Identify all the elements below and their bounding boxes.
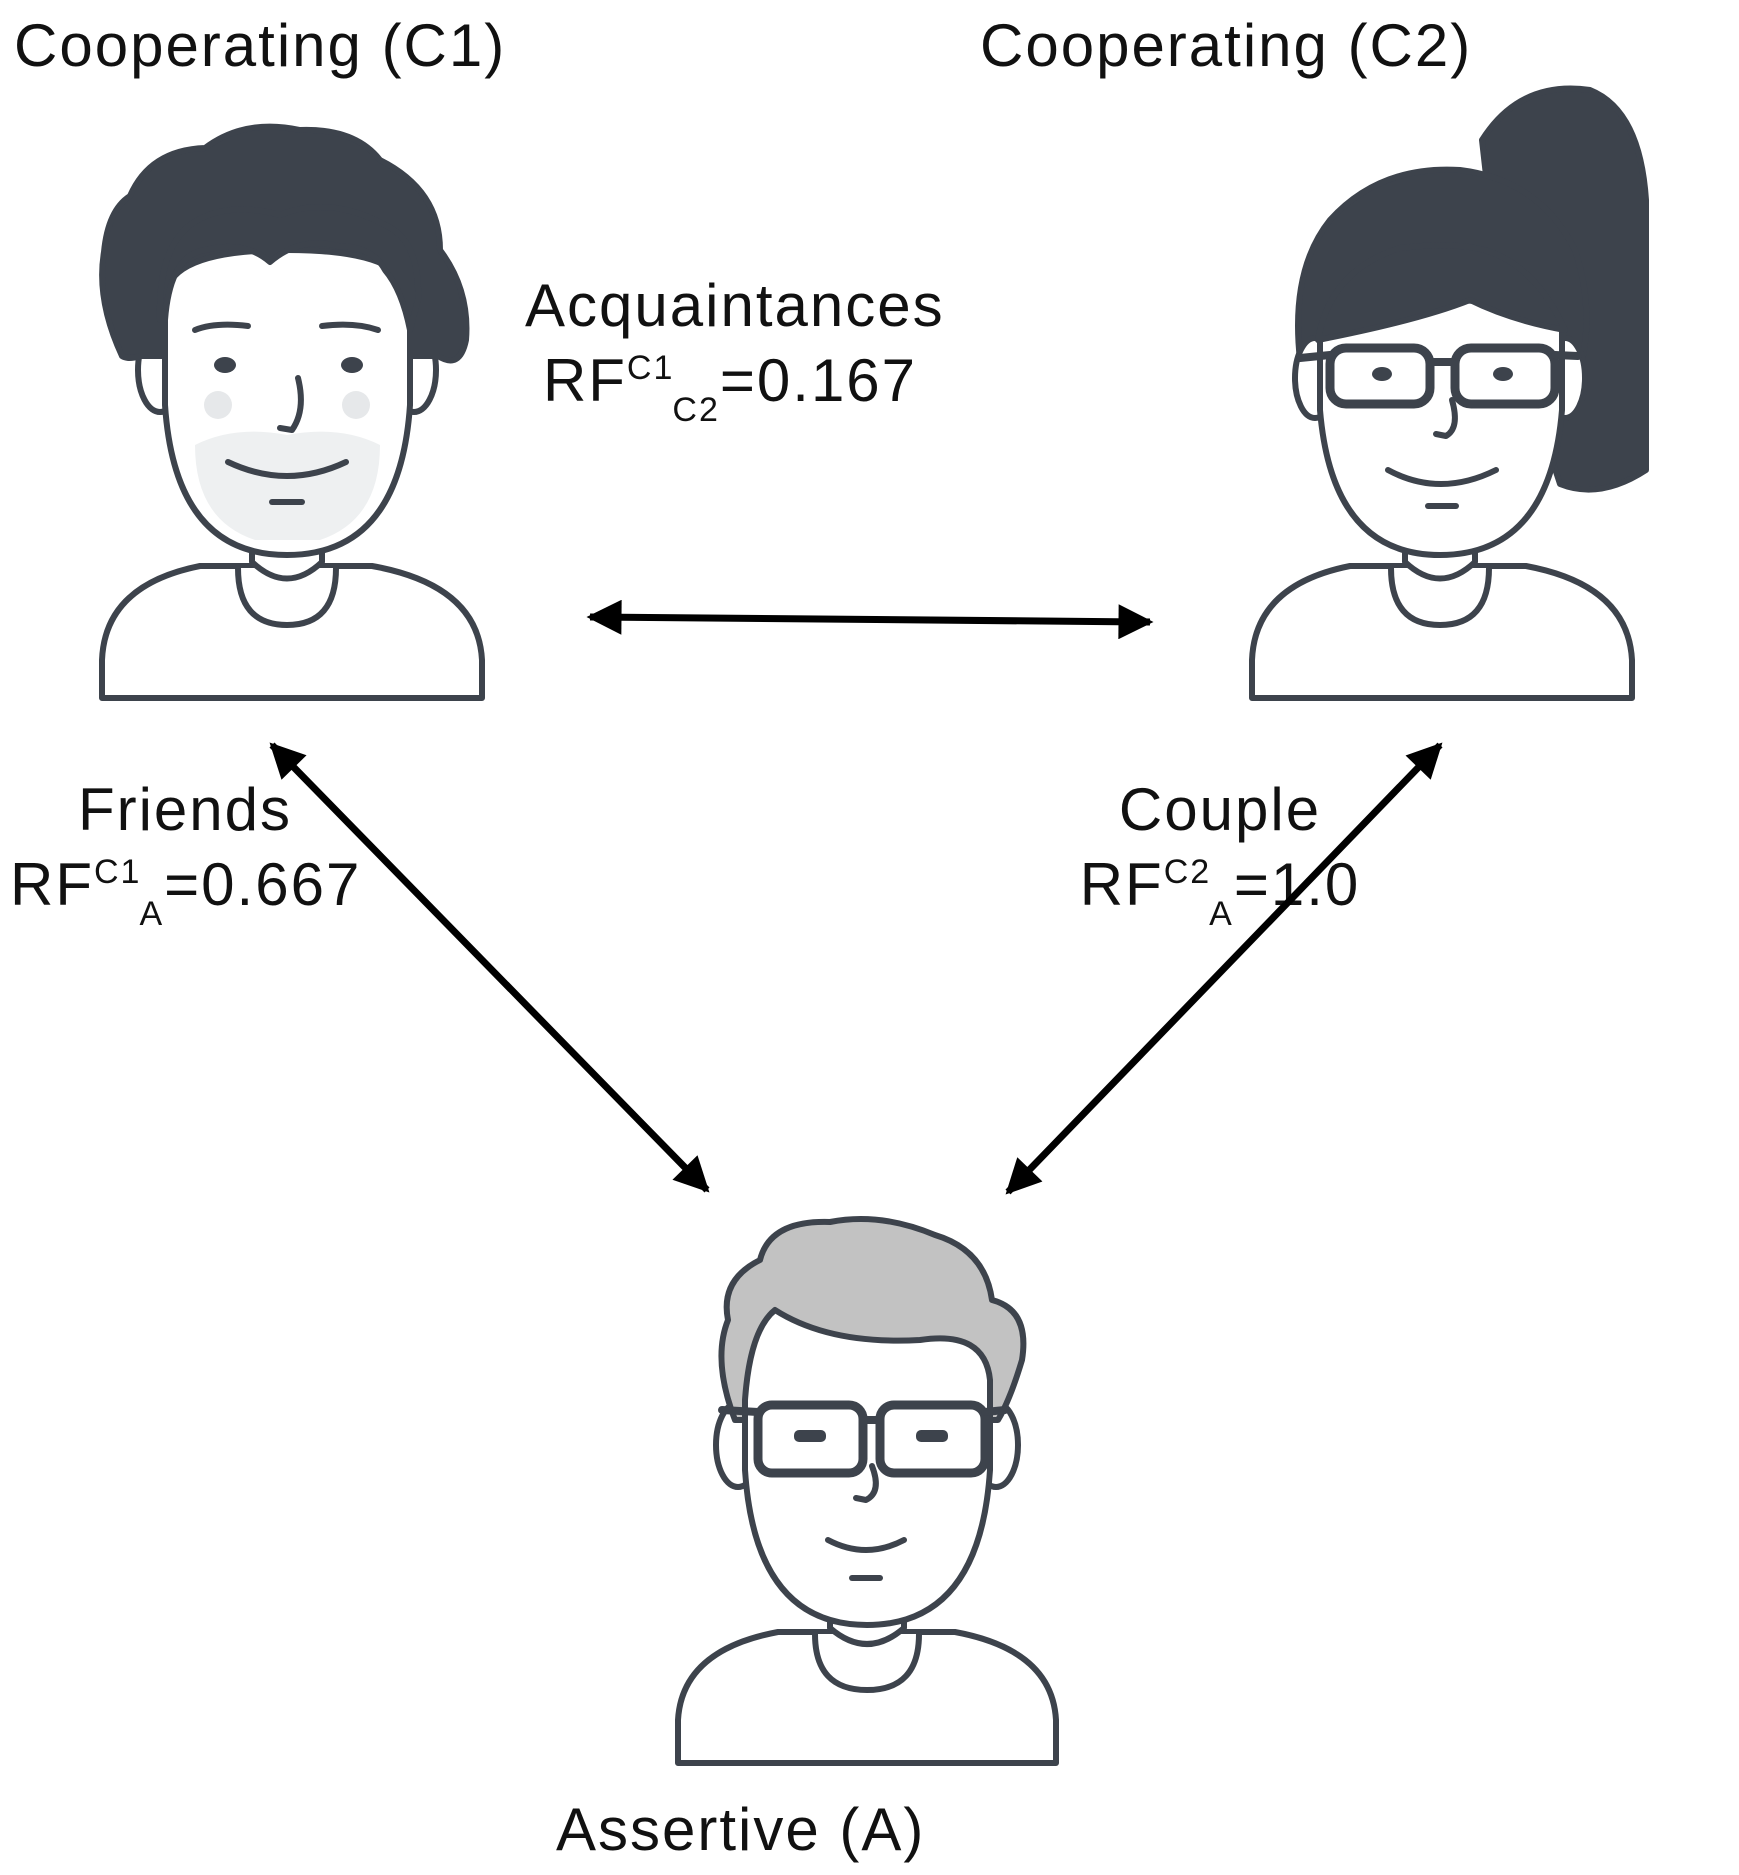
man-curly-hair-avatar-icon [99,123,485,701]
arrow-c1-c2 [586,599,1154,640]
c2-label: Cooperating (C2) [980,12,1473,79]
woman-ponytail-glasses-avatar-icon [1249,85,1649,701]
relation-c1-c2: Acquaintances RFC1C2=0.167 [525,268,945,432]
relation-c1-a: Friends RFC1A=0.667 [10,772,360,936]
arrow-c1-a [269,742,710,1193]
arrow-c2-a [1005,742,1443,1195]
relation-type: Friends [77,776,293,843]
relation-type: Acquaintances [525,272,945,339]
c1-label: Cooperating (C1) [14,12,507,79]
man-glasses-avatar-icon [675,1216,1059,1766]
relation-factor: RFC1C2=0.167 [542,347,918,429]
a-label: Assertive (A) [556,1796,926,1863]
